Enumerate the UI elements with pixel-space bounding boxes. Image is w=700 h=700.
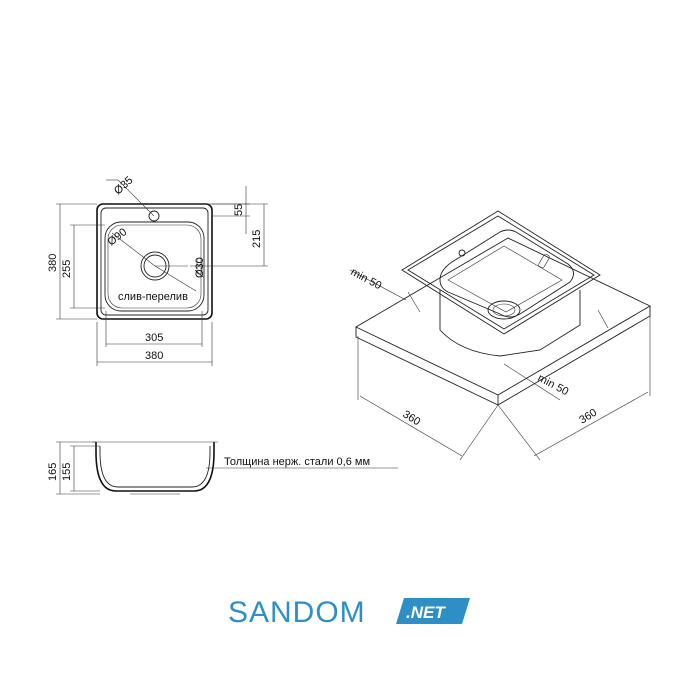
drain-diameter-label: Ø90 — [105, 226, 129, 248]
logo-suffix: .NET — [406, 603, 446, 622]
section-view: 165 155 Толщина нерж. стали 0,6 мм — [47, 441, 398, 495]
cabinet-width-1-label: 360 — [400, 408, 422, 428]
sandom-logo: SANDOM .NET — [228, 596, 470, 629]
min-clearance-2-label: min 50 — [536, 372, 571, 398]
depth-outer-label: 165 — [47, 463, 59, 481]
tap-hole — [148, 210, 160, 222]
thickness-note: Толщина нерж. стали 0,6 мм — [224, 456, 370, 468]
overflow-label: Ø30 — [194, 257, 206, 278]
width-outer-label: 380 — [145, 350, 163, 362]
logo-net-badge — [396, 598, 470, 624]
height-outer-label: 380 — [47, 254, 59, 272]
drain-offset-label: 215 — [251, 230, 263, 248]
top-view: Ø35 Ø90 Ø30 слив-перелив 305 380 380 255… — [47, 174, 268, 366]
depth-inner-label: 155 — [61, 463, 73, 481]
isometric-view: min 50 min 50 360 360 — [349, 210, 651, 461]
width-inner-label: 305 — [145, 332, 163, 344]
drain-label: слив-перелив — [118, 291, 188, 303]
height-inner-label: 255 — [61, 260, 73, 278]
hole-offset-label: 55 — [233, 204, 245, 216]
iso-tap-hole — [458, 249, 466, 257]
min-clearance-1-label: min 50 — [349, 266, 384, 292]
cabinet-width-2-label: 360 — [577, 407, 599, 427]
logo-name: SANDOM — [228, 596, 366, 629]
